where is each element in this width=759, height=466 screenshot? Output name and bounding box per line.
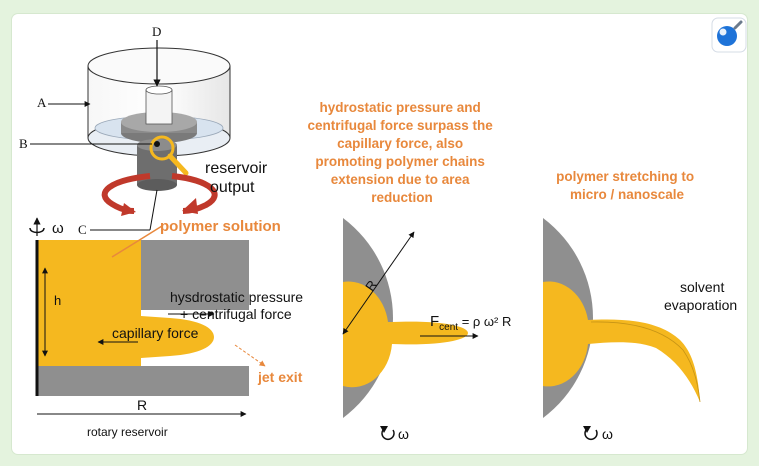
rotary-reservoir-label: rotary reservoir bbox=[87, 425, 168, 439]
middle-heading-line: extension due to area bbox=[331, 172, 470, 187]
device-illustration bbox=[30, 40, 231, 231]
label-b: B bbox=[19, 136, 28, 151]
omega-right: ω bbox=[602, 426, 613, 442]
hydrostatic-label-line2: + centrifugal force bbox=[180, 306, 292, 322]
reservoir-cross-section bbox=[29, 217, 266, 417]
polymer-solution-label: polymer solution bbox=[160, 218, 281, 235]
label-c: C bbox=[78, 222, 87, 237]
formula-equation: = ρ ω² R bbox=[458, 314, 511, 329]
middle-rotor bbox=[342, 218, 479, 440]
hydrostatic-label-line1: hysdrostatic pressure bbox=[170, 289, 303, 305]
middle-heading-line: reduction bbox=[371, 190, 433, 205]
jet-exit-label: jet exit bbox=[257, 369, 303, 385]
label-a: A bbox=[37, 95, 47, 110]
reservoir-output-line1: reservoir bbox=[205, 160, 268, 177]
formula-f: F bbox=[430, 313, 439, 330]
middle-heading-line: capillary force, also bbox=[337, 136, 463, 151]
middle-heading-line: hydrostatic pressure and bbox=[319, 100, 480, 115]
right-heading-line: micro / nanoscale bbox=[570, 187, 685, 202]
zoom-icon[interactable] bbox=[711, 17, 747, 53]
centrifugal-force-formula: Fcent = ρ ω² R bbox=[430, 313, 511, 333]
solvent-label-line1: solvent bbox=[680, 279, 724, 295]
middle-heading-line: promoting polymer chains bbox=[315, 154, 485, 169]
middle-heading-line: centrifugal force surpass the bbox=[307, 118, 493, 133]
omega-middle: ω bbox=[398, 426, 409, 442]
right-rotor bbox=[543, 218, 701, 440]
solvent-label-line2: evaporation bbox=[664, 297, 737, 313]
height-label: h bbox=[54, 293, 61, 308]
formula-subscript: cent bbox=[439, 322, 458, 333]
right-heading-line: polymer stretching to bbox=[556, 169, 694, 184]
reservoir-output-line2: output bbox=[210, 179, 255, 196]
radius-label-left: R bbox=[137, 397, 147, 413]
omega-left: ω bbox=[52, 220, 64, 237]
middle-heading: hydrostatic pressure and centrifugal for… bbox=[307, 100, 496, 205]
right-heading: polymer stretching to micro / nanoscale bbox=[556, 169, 698, 202]
label-d: D bbox=[152, 24, 161, 39]
capillary-force-label: capillary force bbox=[112, 325, 199, 341]
